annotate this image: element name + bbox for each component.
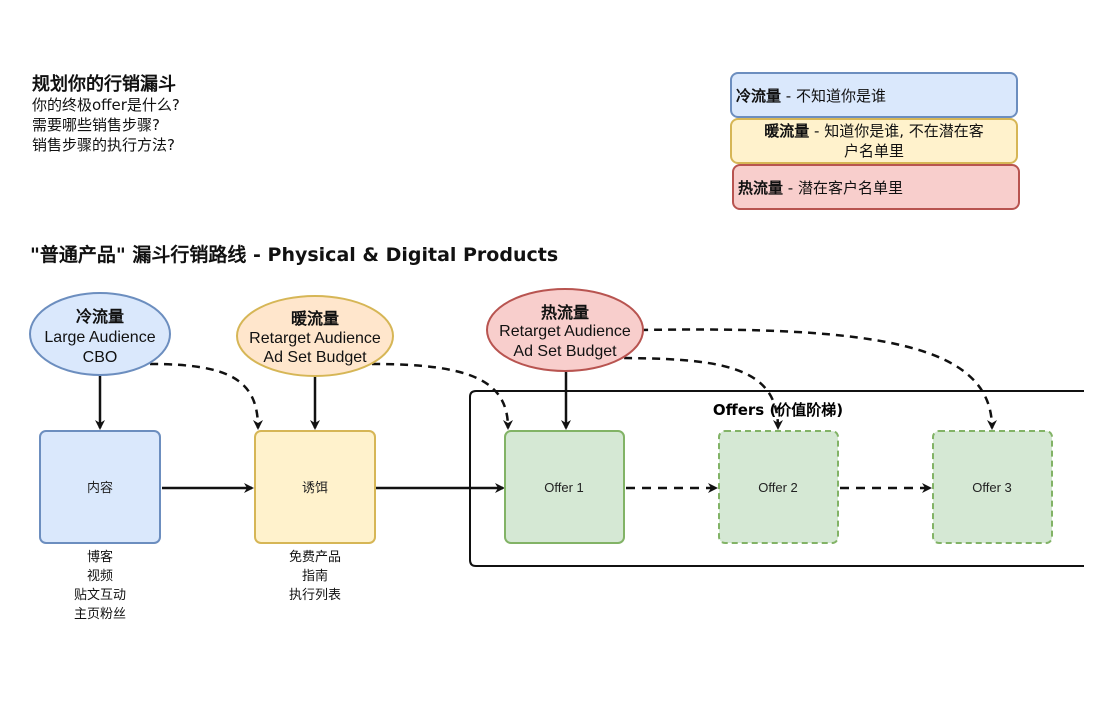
dashed-cold-to-bait	[149, 362, 263, 430]
bait-item: 指南	[301, 569, 328, 584]
offer3-node-label: Offer 3	[972, 480, 1012, 495]
intro-title: 规划你的行销漏斗	[32, 74, 176, 95]
warm-traffic-line2: Ad Set Budget	[263, 349, 367, 366]
bait-node-label: 诱饵	[302, 480, 328, 495]
legend-cold-desc: - 不知道你是谁	[781, 86, 886, 105]
warm-traffic-ellipse: 暖流量 Retarget Audience Ad Set Budget	[236, 295, 394, 377]
legend-hot-desc: - 潜在客户名单里	[783, 178, 903, 197]
offer2-node: Offer 2	[718, 430, 839, 544]
legend-hot: 热流量 - 潜在客户名单里	[732, 164, 1020, 210]
legend-warm-term: 暖流量	[764, 122, 810, 140]
hot-traffic-title: 热流量	[541, 303, 589, 322]
warm-traffic-title: 暖流量	[291, 309, 339, 328]
intro-question-1: 你的终极offer是什么?	[32, 96, 180, 114]
offer1-node: Offer 1	[504, 430, 625, 544]
section-title: "普通产品" 漏斗行销路线 - Physical & Digital Produ…	[30, 244, 559, 266]
hot-traffic-ellipse: 热流量 Retarget Audience Ad Set Budget	[486, 288, 644, 372]
cold-traffic-title: 冷流量	[76, 307, 124, 326]
content-node: 内容	[39, 430, 161, 544]
bait-items-list: 免费产品 指南 执行列表	[265, 548, 365, 605]
hot-traffic-line1: Retarget Audience	[499, 323, 631, 340]
dashed-hot-to-offer3	[639, 328, 997, 430]
legend-cold-term: 冷流量	[736, 86, 782, 105]
legend-warm-desc2: 户名单里	[843, 142, 904, 160]
content-item: 主页粉丝	[73, 607, 126, 622]
content-item: 博客	[86, 550, 113, 565]
offer1-node-label: Offer 1	[544, 480, 584, 495]
content-items-list: 博客 视频 贴文互动 主页粉丝	[50, 548, 150, 624]
offers-group-label: Offers (价值阶梯)	[713, 401, 843, 419]
cold-traffic-line1: Large Audience	[44, 329, 155, 346]
offers-group-container	[469, 390, 1084, 567]
offer2-node-label: Offer 2	[758, 480, 798, 495]
legend-warm: 暖流量 - 知道你是谁, 不在潜在客户名单里	[730, 118, 1018, 164]
offer3-node: Offer 3	[932, 430, 1053, 544]
bait-item: 免费产品	[288, 550, 341, 565]
legend-cold: 冷流量 - 不知道你是谁	[730, 72, 1018, 118]
content-item: 视频	[86, 569, 113, 584]
intro-question-2: 需要哪些销售步骤?	[32, 116, 160, 134]
dashed-hot-to-offer2	[609, 356, 783, 430]
cold-traffic-line2: CBO	[83, 349, 118, 366]
cold-traffic-ellipse: 冷流量 Large Audience CBO	[29, 292, 171, 376]
content-item: 贴文互动	[73, 588, 126, 603]
intro-question-3: 销售步骤的执行方法?	[32, 136, 175, 154]
content-node-label: 内容	[87, 480, 113, 495]
bait-item: 执行列表	[288, 588, 341, 603]
warm-traffic-line1: Retarget Audience	[249, 330, 381, 347]
bait-node: 诱饵	[254, 430, 376, 544]
legend-warm-desc: - 知道你是谁, 不在潜在客	[809, 122, 984, 140]
legend-hot-term: 热流量	[738, 178, 784, 197]
hot-traffic-line2: Ad Set Budget	[513, 343, 617, 360]
dashed-warm-to-offer1	[371, 362, 513, 430]
